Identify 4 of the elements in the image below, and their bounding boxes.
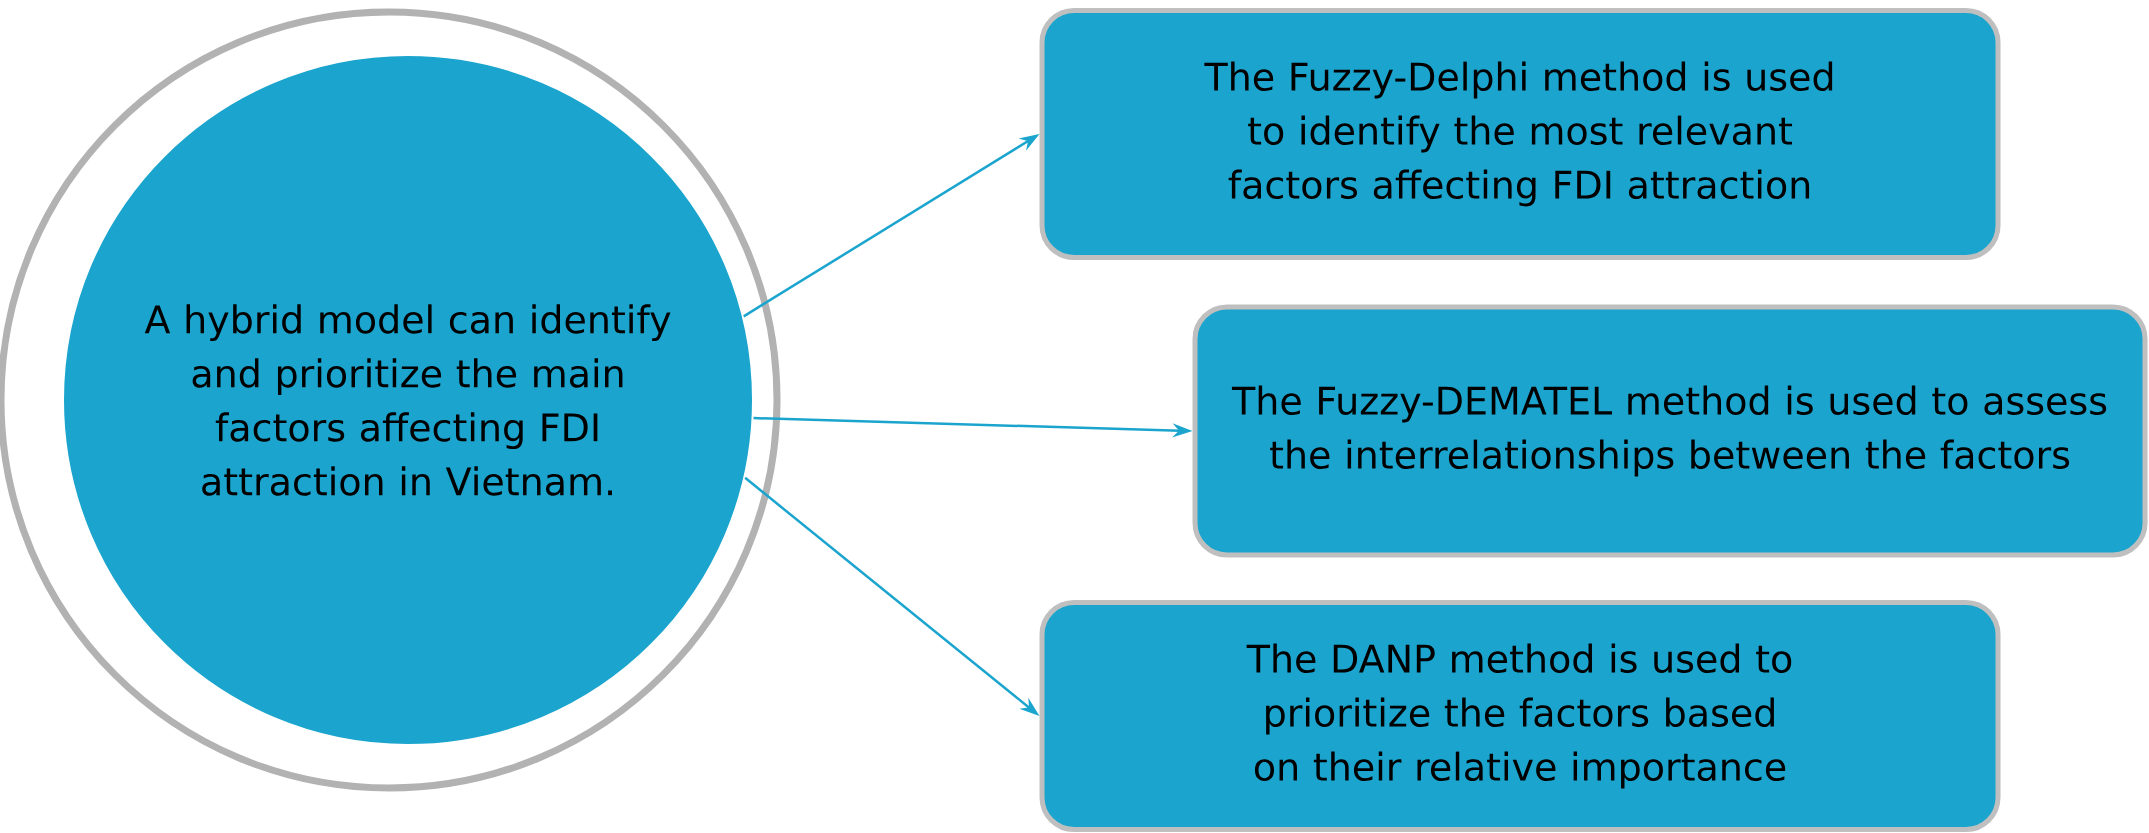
- process-box: The Fuzzy-Delphi method is used to identify the most relevant factors affecting FDI attraction: [1039, 8, 2001, 260]
- process-box: The Fuzzy-DEMATEL method is used to assess the interrelationships between the factors: [1192, 304, 2148, 558]
- circle-node: A hybrid model can identify and prioritize the main factors affecting FDI attraction in Vietnam.: [62, 54, 754, 746]
- process-box: The DANP method is used to prioritize the factors based on their relative importance: [1039, 600, 2001, 832]
